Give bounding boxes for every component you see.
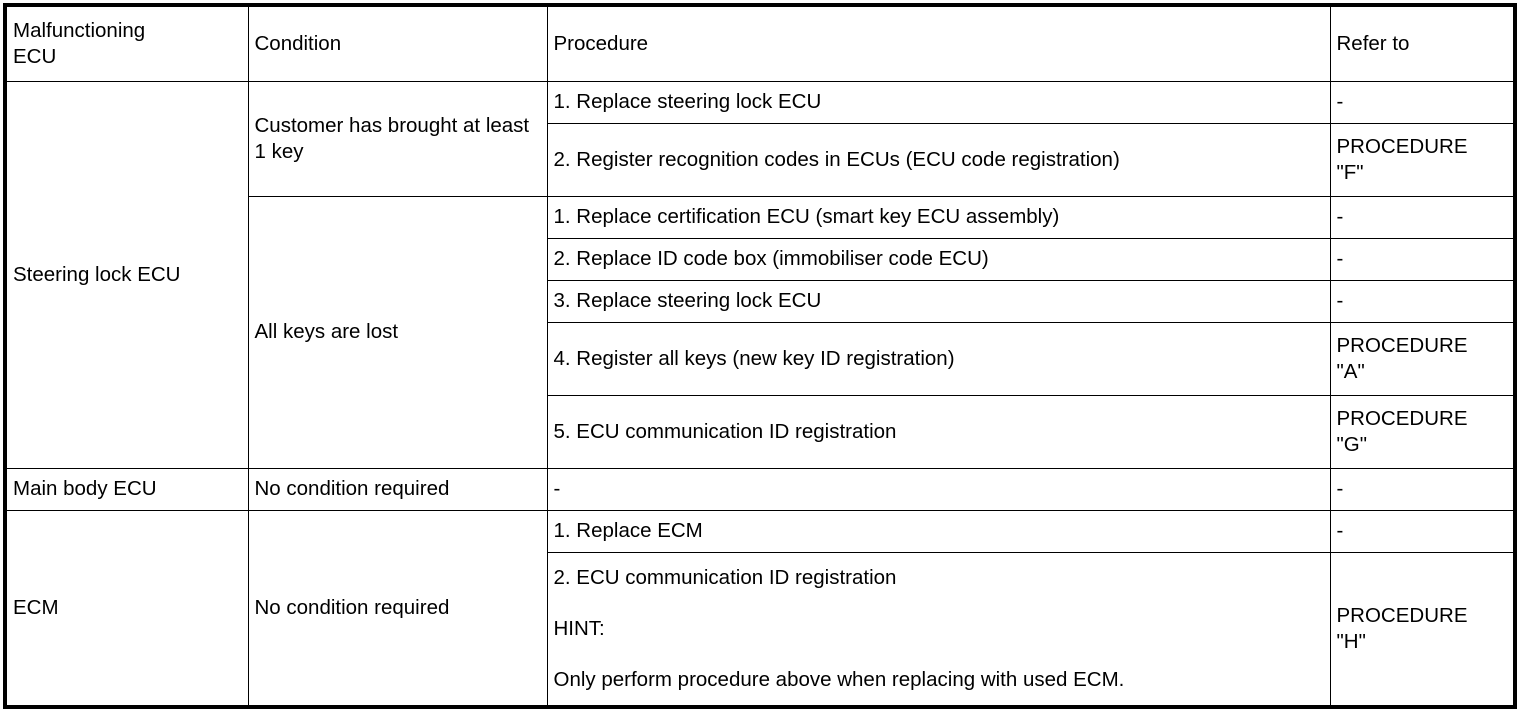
cell-refer-to: -: [1329, 195, 1516, 239]
column-header-malfunctioning-ecu: Malfunctioning ECU: [4, 4, 249, 82]
cell-refer-to: -: [1329, 80, 1516, 124]
table-body: Steering lock ECU Customer has brought a…: [4, 80, 1516, 708]
cell-refer-to: -: [1329, 467, 1516, 511]
column-header-procedure: Procedure: [546, 4, 1331, 82]
cell-procedure: 1. Replace steering lock ECU: [546, 80, 1331, 124]
cell-ecu-main-body: Main body ECU: [4, 467, 249, 511]
cell-refer-to: PROCEDURE "F": [1329, 122, 1516, 197]
cell-condition-at-least-1-key: Customer has brought at least 1 key: [247, 80, 548, 197]
cell-refer-to: PROCEDURE "H": [1329, 551, 1516, 708]
table-header: Malfunctioning ECU Condition Procedure R…: [4, 4, 1516, 82]
ecu-replacement-procedure-table: Malfunctioning ECU Condition Procedure R…: [3, 3, 1517, 709]
table-row: 5. ECU communication ID registration PRO…: [5, 394, 1516, 469]
table-row: 2. Replace ID code box (immobiliser code…: [5, 237, 1516, 281]
cell-refer-to: PROCEDURE "A": [1329, 321, 1516, 396]
cell-procedure: 3. Replace steering lock ECU: [546, 279, 1331, 323]
cell-refer-to: -: [1329, 279, 1516, 323]
table-row: 4. Register all keys (new key ID registr…: [5, 321, 1516, 396]
cell-procedure: 1. Replace ECM: [546, 509, 1331, 553]
cell-procedure: 5. ECU communication ID registration: [546, 394, 1331, 469]
table-row: 2. ECU communication ID registration HIN…: [5, 551, 1516, 708]
table-header-row: Malfunctioning ECU Condition Procedure R…: [4, 4, 1516, 82]
cell-ecu-ecm: ECM: [4, 509, 249, 708]
cell-refer-to: PROCEDURE "G": [1329, 394, 1516, 469]
cell-condition: No condition required: [247, 509, 548, 708]
cell-procedure: 2. Register recognition codes in ECUs (E…: [546, 122, 1331, 197]
cell-ecu-steering-lock: Steering lock ECU: [4, 80, 249, 469]
cell-condition-all-keys-lost: All keys are lost: [247, 195, 548, 469]
table-row: ECM No condition required 1. Replace ECM…: [4, 509, 1516, 708]
cell-refer-to: -: [1329, 509, 1516, 553]
table-row: 3. Replace steering lock ECU -: [5, 279, 1516, 323]
table-row: Steering lock ECU Customer has brought a…: [4, 80, 1516, 469]
cell-procedure-with-hint: 2. ECU communication ID registration HIN…: [546, 551, 1331, 708]
column-header-condition: Condition: [247, 4, 548, 82]
cell-procedure: 2. Replace ID code box (immobiliser code…: [546, 237, 1331, 281]
table-row: All keys are lost 1. Replace certificati…: [5, 195, 1516, 469]
table-row: Main body ECU No condition required - -: [4, 467, 1516, 511]
cell-procedure: 4. Register all keys (new key ID registr…: [546, 321, 1331, 396]
cell-procedure: 1. Replace certification ECU (smart key …: [546, 195, 1331, 239]
column-header-refer-to: Refer to: [1329, 4, 1516, 82]
cell-procedure: -: [546, 467, 1331, 511]
table-row: 2. Register recognition codes in ECUs (E…: [5, 122, 1516, 197]
cell-condition: No condition required: [247, 467, 548, 511]
cell-refer-to: -: [1329, 237, 1516, 281]
